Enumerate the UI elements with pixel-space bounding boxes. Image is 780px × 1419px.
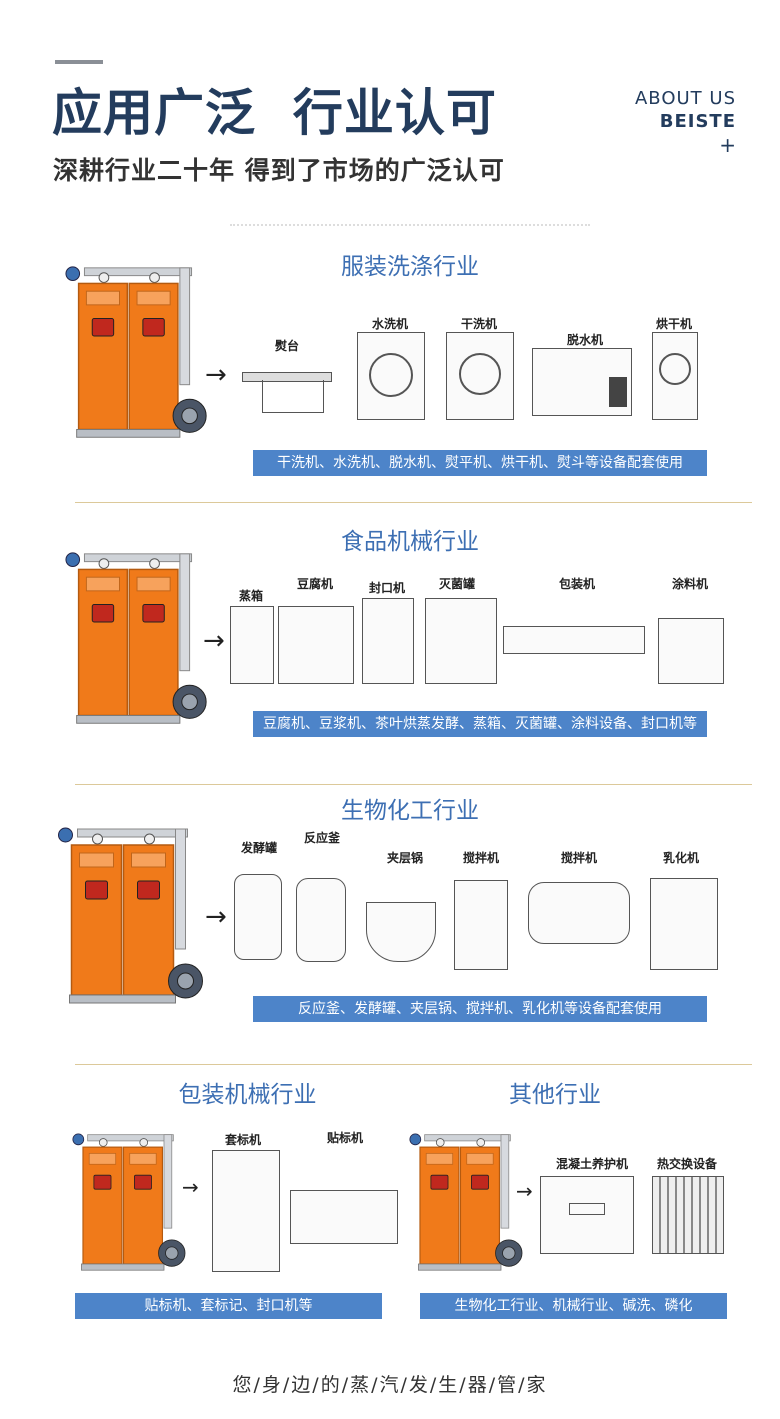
steam-generator-image xyxy=(68,1130,193,1278)
sterilizer-tank-icon xyxy=(425,598,497,684)
equipment-label: 搅拌机 xyxy=(560,851,597,865)
section-title-packaging: 包装机械行业 xyxy=(178,1082,317,1108)
equipment-label: 烘干机 xyxy=(655,317,692,331)
equipment-label: 熨台 xyxy=(274,339,299,353)
page-subtitle: 深耕行业二十年 得到了市场的广泛认可 xyxy=(53,156,505,185)
equipment-label: 蒸箱 xyxy=(238,589,263,603)
equipment-label: 套标机 xyxy=(224,1133,261,1147)
header-accent-bar xyxy=(55,60,103,64)
about-us-label: ABOUT US xyxy=(634,88,736,109)
page-title: 应用广泛 行业认可 xyxy=(52,84,497,142)
plus-icon: + xyxy=(719,133,736,157)
section-caption-biochem: 反应釜、发酵罐、夹层锅、搅拌机、乳化机等设备配套使用 xyxy=(253,996,707,1022)
section-title-clothing: 服装洗涤行业 xyxy=(341,254,479,280)
dry-cleaning-machine-icon xyxy=(446,332,514,420)
section-divider xyxy=(75,502,752,503)
washing-machine-icon xyxy=(357,332,425,420)
concrete-curing-machine-icon xyxy=(540,1176,634,1254)
section-caption-packaging: 贴标机、套标记、封口机等 xyxy=(75,1293,382,1319)
arrow-right-icon: → xyxy=(205,902,227,932)
tumble-dryer-icon xyxy=(652,332,698,420)
ironing-table-leg-icon xyxy=(262,380,324,413)
mixer-icon xyxy=(454,880,508,970)
equipment-label: 灭菌罐 xyxy=(438,577,475,591)
equipment-label: 搅拌机 xyxy=(462,851,499,865)
sleeve-labeling-machine-icon xyxy=(212,1150,280,1272)
section-title-food: 食品机械行业 xyxy=(341,529,479,555)
equipment-label: 热交换设备 xyxy=(656,1157,717,1171)
about-us-block: ABOUT US BEISTE + xyxy=(635,88,736,156)
equipment-label: 贴标机 xyxy=(326,1131,363,1145)
equipment-label: 反应釜 xyxy=(303,831,340,845)
arrow-right-icon: → xyxy=(182,1175,199,1199)
section-caption-food: 豆腐机、豆浆机、茶叶烘蒸发酵、蒸箱、灭菌罐、涂料设备、封口机等 xyxy=(253,711,707,737)
equipment-label: 包装机 xyxy=(558,577,595,591)
section-title-biochem: 生物化工行业 xyxy=(341,798,479,824)
section-caption-other: 生物化工行业、机械行业、碱洗、磷化 xyxy=(420,1293,727,1319)
footer-slogan: 您/身/边/的/蒸/汽/发/生/器/管/家 xyxy=(232,1374,548,1396)
tofu-machine-icon xyxy=(278,606,354,684)
reactor-kettle-icon xyxy=(296,878,346,962)
section-divider xyxy=(75,1064,752,1065)
equipment-label: 干洗机 xyxy=(460,317,497,331)
packaging-machine-icon xyxy=(503,626,645,654)
equipment-label: 豆腐机 xyxy=(296,577,333,591)
labeling-machine-icon xyxy=(290,1190,398,1244)
heat-exchanger-icon xyxy=(652,1176,724,1254)
section-title-other: 其他行业 xyxy=(509,1082,601,1108)
section-caption-clothing: 干洗机、水洗机、脱水机、熨平机、烘干机、熨斗等设备配套使用 xyxy=(253,450,707,476)
brand-name: BEISTE xyxy=(659,111,736,132)
sealing-machine-icon xyxy=(362,598,414,684)
spin-dryer-icon xyxy=(532,348,632,416)
arrow-right-icon: → xyxy=(205,360,227,390)
equipment-label: 涂料机 xyxy=(671,577,708,591)
equipment-label: 夹层锅 xyxy=(386,851,423,865)
steam-generator-image xyxy=(50,823,215,1013)
equipment-label: 脱水机 xyxy=(566,333,603,347)
steam-generator-image xyxy=(405,1130,530,1278)
section-divider xyxy=(75,784,752,785)
equipment-label: 发酵罐 xyxy=(240,841,277,855)
steam-generator-image xyxy=(58,548,218,733)
equipment-label: 乳化机 xyxy=(662,851,699,865)
fermentation-tank-icon xyxy=(234,874,282,960)
emulsifier-icon xyxy=(650,878,718,970)
steam-generator-image xyxy=(58,262,218,447)
coating-machine-icon xyxy=(658,618,724,684)
ironing-table-icon xyxy=(242,372,332,382)
equipment-label: 封口机 xyxy=(368,581,405,595)
steam-cabinet-icon xyxy=(230,606,274,684)
arrow-right-icon: → xyxy=(516,1179,533,1203)
equipment-label: 水洗机 xyxy=(371,317,408,331)
decorative-dots xyxy=(230,224,590,230)
horizontal-mixer-icon xyxy=(528,882,630,944)
equipment-label: 混凝土养护机 xyxy=(555,1157,628,1171)
arrow-right-icon: → xyxy=(203,626,225,656)
jacketed-kettle-icon xyxy=(366,902,436,962)
